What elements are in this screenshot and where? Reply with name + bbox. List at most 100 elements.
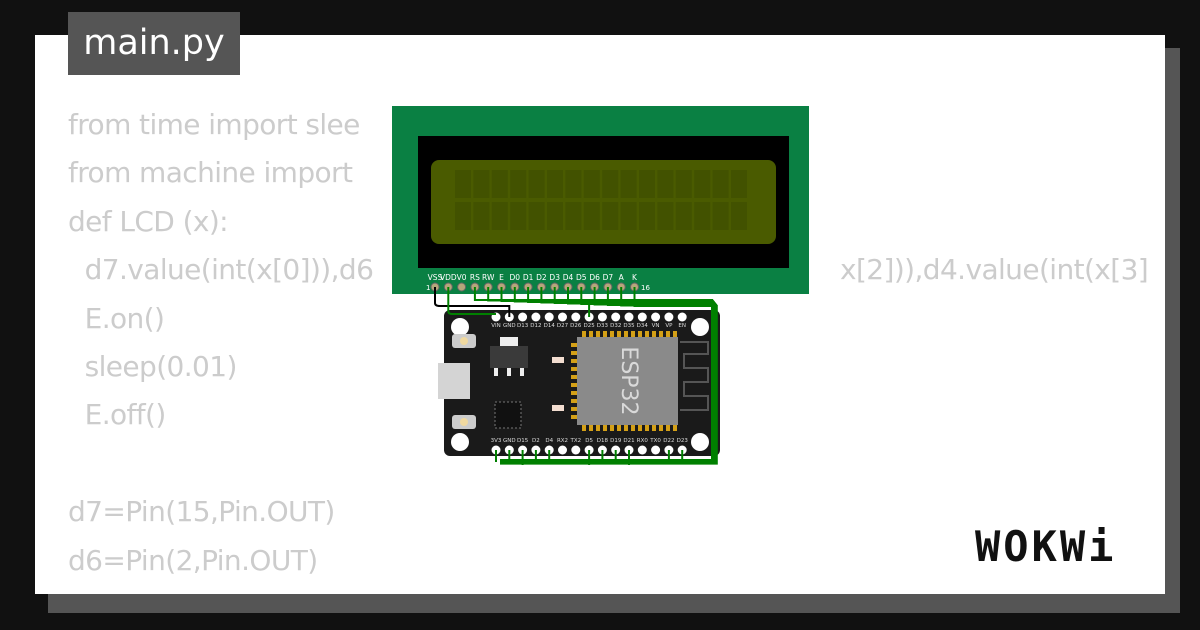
antenna-trace: [680, 341, 709, 411]
esp32-pin[interactable]: [611, 312, 621, 322]
esp32-pin-label: D15: [517, 438, 529, 444]
esp32-pin-label: 3V3: [491, 438, 502, 444]
code-text: d7=Pin(15,Pin.OUT): [68, 495, 335, 529]
esp32-pin-label: D4: [545, 438, 553, 444]
lcd-cell: [657, 202, 674, 230]
esp32-pin-label: D12: [530, 323, 541, 329]
esp32-pin[interactable]: [531, 312, 541, 322]
code-text: x[2])),d4.value(int(x[3]: [840, 253, 1149, 287]
esp32-pin-label: D13: [517, 323, 529, 329]
lcd-pin-label: D5: [576, 273, 587, 282]
code-text: def LCD (x):: [68, 204, 229, 238]
wire-gnd: [434, 287, 511, 317]
lcd-pin-label: VSS: [428, 273, 443, 282]
esp32-pin-label: D2: [532, 438, 540, 444]
esp32-pin[interactable]: [637, 312, 647, 322]
lcd-pin-label: D4: [563, 273, 574, 282]
code-text: d5=Pin(4,Pin.OUT): [68, 592, 318, 594]
esp32-pin-label: D33: [597, 323, 609, 329]
lcd-pin-label: V0: [457, 273, 467, 282]
code-line: E.off(): [68, 391, 373, 439]
usb-uart-chip: [494, 401, 522, 429]
esp32-pin[interactable]: [651, 312, 661, 322]
lcd-cell: [547, 202, 563, 230]
esp32-pin-label: TX2: [569, 438, 581, 444]
code-text: E.on(): [68, 301, 165, 335]
code-line: def LCD (x):: [68, 198, 373, 246]
lcd-pin[interactable]: [457, 282, 467, 292]
lcd-cell: [675, 170, 692, 198]
lcd-cell: [712, 202, 729, 230]
lcd-cell: [583, 202, 600, 230]
code-line: d7=Pin(15,Pin.OUT): [68, 488, 373, 536]
lcd-pin-label: D6: [589, 273, 600, 282]
esp32-pin[interactable]: [597, 312, 607, 322]
lcd-character-cells: [455, 170, 747, 230]
esp32-pin-label: D18: [597, 438, 609, 444]
esp32-pin-label: D21: [623, 438, 634, 444]
lcd-cell: [491, 170, 508, 198]
lcd-cell: [583, 170, 600, 198]
esp32-pin[interactable]: [558, 445, 567, 455]
wire: [500, 287, 718, 465]
code-line: d7.value(int(x[0])),d6 x[2])),d4.value(in…: [68, 246, 1149, 294]
lcd-cell: [731, 202, 747, 230]
mount-hole: [451, 318, 469, 336]
esp32-pin[interactable]: [544, 312, 554, 322]
esp32-pin-label: GND: [503, 323, 516, 329]
lcd-pin-label: RS: [470, 273, 480, 282]
esp32-pin[interactable]: [637, 445, 647, 455]
lcd-cell: [510, 202, 527, 230]
code-line: E.on(): [68, 295, 373, 343]
lcd-pin-number: 1: [426, 284, 430, 292]
lcd-pin-label: A: [619, 273, 625, 282]
lcd-cell: [602, 170, 619, 198]
esp32-pin-label: D5: [585, 438, 593, 444]
esp32-pin[interactable]: [624, 312, 634, 322]
lcd-pin-number: 16: [641, 284, 650, 292]
file-tab[interactable]: main.py: [68, 12, 240, 75]
esp32-pin[interactable]: [664, 312, 674, 322]
wire-vin: [447, 287, 496, 315]
lcd-cell: [455, 170, 471, 198]
lcd-pin-label: D1: [523, 273, 534, 282]
esp32-pin[interactable]: [651, 445, 661, 455]
esp32-pin[interactable]: [558, 312, 567, 322]
esp32-pin-label: D34: [637, 323, 649, 329]
lcd-cell: [528, 202, 545, 230]
esp32-pin-label: VN: [652, 323, 660, 329]
voltage-regulator: [490, 346, 528, 368]
code-text: from machine import: [68, 156, 353, 190]
mount-hole: [691, 318, 709, 336]
mount-hole: [451, 433, 469, 451]
code-text: E.off(): [68, 398, 167, 432]
esp32-pin-label: D23: [677, 438, 689, 444]
esp32-pin[interactable]: [518, 312, 528, 322]
lcd-pin-label: VDD: [440, 273, 457, 282]
esp32-pin-label: GND: [503, 438, 516, 444]
lcd-cell: [455, 202, 471, 230]
esp32-pin[interactable]: [571, 445, 581, 455]
lcd-cell: [694, 170, 711, 198]
code-line: sleep(0.01): [68, 343, 373, 391]
lcd-cell: [547, 170, 563, 198]
code-text: d7.value(int(x[0])),d6: [68, 253, 374, 287]
esp32-pin-label: D14: [544, 323, 556, 329]
lcd-cell: [657, 170, 674, 198]
esp32-pin-label: D19: [610, 438, 622, 444]
lcd-cell: [639, 170, 655, 198]
esp32-pin[interactable]: [677, 312, 687, 322]
esp32-pin[interactable]: [571, 312, 581, 322]
wokwi-logo: WOKWi: [975, 522, 1117, 571]
code-text: d6=Pin(2,Pin.OUT): [68, 543, 318, 577]
lcd-pin-label: D7: [603, 273, 614, 282]
lcd-pin-label: D3: [549, 273, 560, 282]
lcd-cell: [510, 170, 527, 198]
esp32-pin-label: D35: [623, 323, 635, 329]
esp32-pin-label: D22: [663, 438, 674, 444]
esp32-pin-label: D32: [610, 323, 621, 329]
code-line: from machine import: [68, 149, 373, 197]
